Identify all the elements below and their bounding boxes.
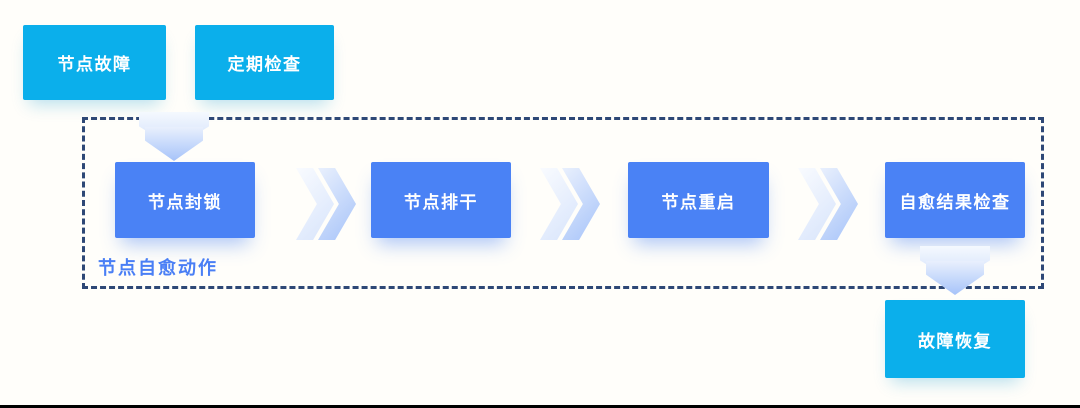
result-failure-recovery-label: 故障恢复: [918, 331, 992, 351]
action-heal-result-check-label: 自愈结果检查: [899, 192, 1011, 212]
arrow-right-icon: [540, 168, 602, 240]
action-node-restart-label: 节点重启: [661, 192, 736, 212]
action-node-drain: 节点排干: [371, 162, 511, 238]
trigger-node-failure: 节点故障: [23, 25, 166, 100]
chevron-down-front-icon: [926, 261, 984, 295]
bottom-border-line: [0, 405, 1080, 408]
trigger-periodic-check-label: 定期检查: [227, 55, 302, 74]
action-node-restart: 节点重启: [628, 162, 769, 238]
trigger-node-failure-label: 节点故障: [57, 55, 132, 74]
action-node-drain-label: 节点排干: [404, 192, 478, 212]
trigger-periodic-check: 定期检查: [195, 25, 334, 100]
self-heal-group-container: 节点自愈动作: [82, 117, 1044, 289]
arrow-right-icon: [798, 168, 860, 240]
result-failure-recovery: 故障恢复: [885, 300, 1025, 378]
action-node-cordon-label: 节点封锁: [148, 192, 222, 212]
self-heal-group-label: 节点自愈动作: [98, 258, 218, 278]
arrow-down-icon: [920, 246, 990, 296]
arrow-down-icon: [139, 112, 209, 162]
arrow-right-icon: [296, 168, 358, 240]
action-heal-result-check: 自愈结果检查: [885, 162, 1025, 238]
chevron-down-front-icon: [145, 127, 203, 161]
action-node-cordon: 节点封锁: [115, 162, 255, 238]
